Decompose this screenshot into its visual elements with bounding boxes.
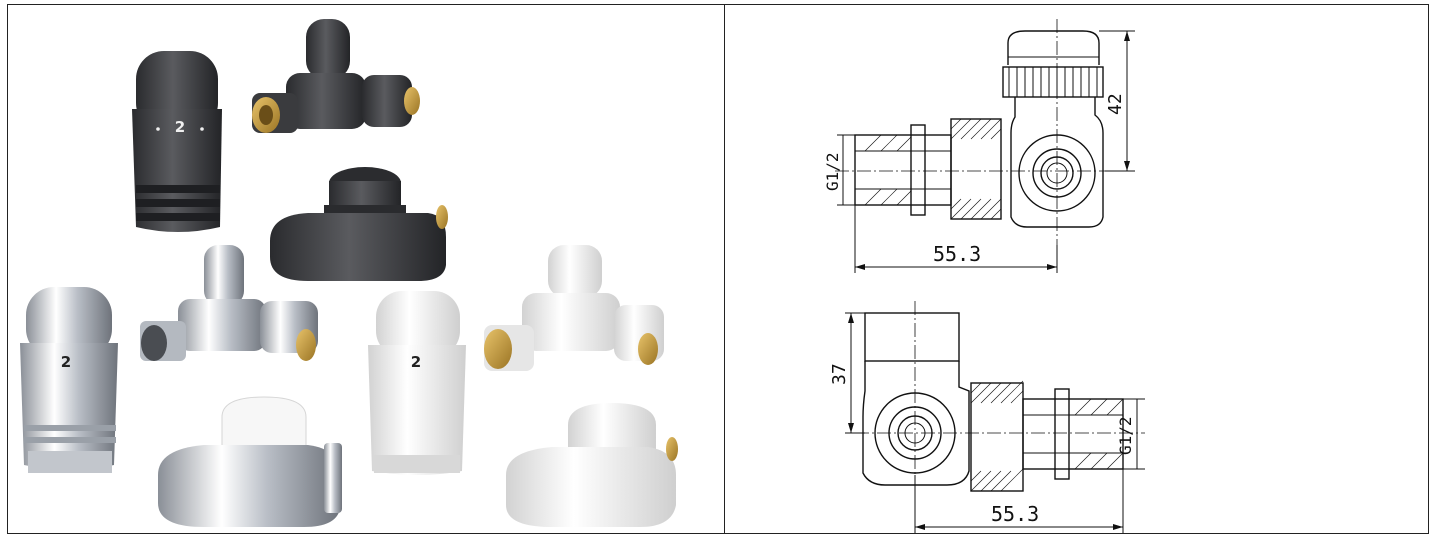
angle-valve-chrome	[140, 245, 318, 361]
drawing-bottom-view: 37 G1/2 55.3	[829, 301, 1145, 533]
axial-valve-chrome-white	[158, 396, 342, 527]
bottom-height-label: 37	[829, 363, 850, 385]
technical-drawing: G1/2 55.3 42	[823, 19, 1145, 533]
thermostatic-head-anthracite: 2	[132, 51, 222, 232]
angle-valve-anthracite	[252, 19, 420, 133]
top-thread-label: G1/2	[823, 152, 842, 191]
product-sheet: 2	[7, 4, 1429, 534]
head-scale-label: 2	[175, 118, 185, 136]
axial-valve-white	[506, 403, 678, 527]
thermostatic-head-chrome: 2	[20, 287, 118, 473]
product-photo-panel: 2	[8, 5, 725, 533]
top-width-label: 55.3	[933, 242, 981, 266]
bottom-thread-label: G1/2	[1116, 416, 1135, 455]
thermostatic-head-white: 2	[368, 291, 466, 475]
technical-drawing-panel: G1/2 55.3 42	[725, 5, 1428, 533]
top-height-label: 42	[1105, 93, 1126, 115]
white-head-scale-label: 2	[411, 353, 421, 371]
bottom-width-label: 55.3	[991, 502, 1039, 526]
axial-valve-anthracite	[270, 167, 448, 281]
product-photo: 2	[20, 19, 678, 527]
angle-valve-white	[484, 245, 664, 371]
drawing-top-view: G1/2 55.3 42	[823, 19, 1135, 273]
chrome-head-scale-label: 2	[61, 353, 71, 371]
